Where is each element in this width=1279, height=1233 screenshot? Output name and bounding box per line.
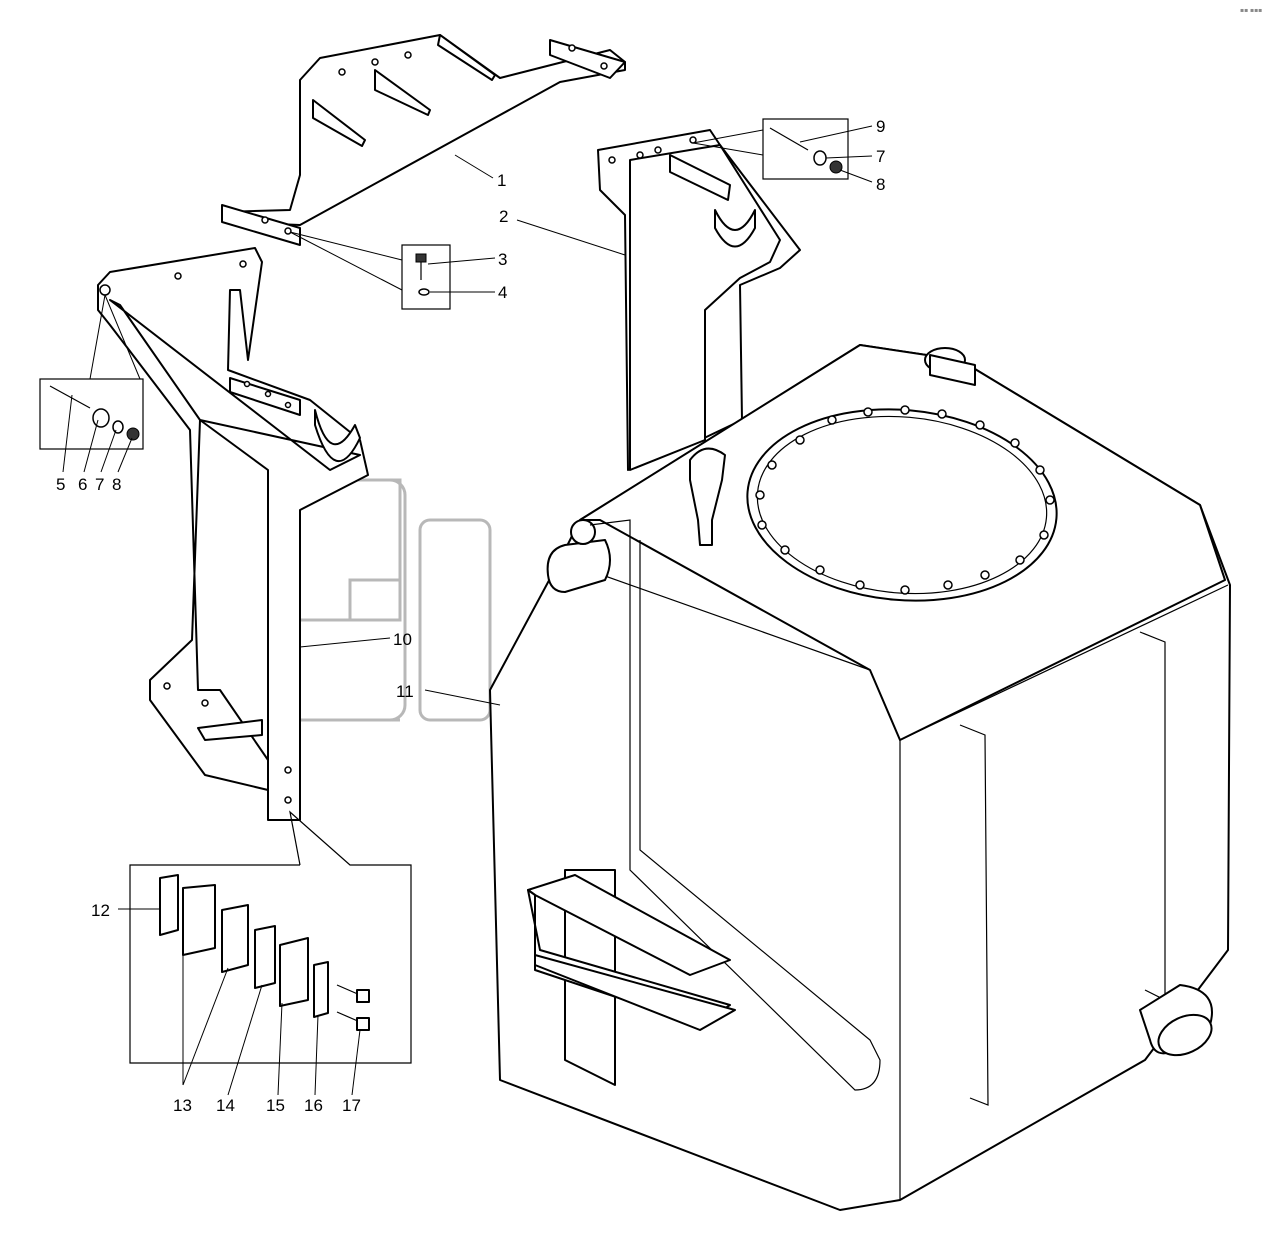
detail-box-12-17 xyxy=(129,810,412,1064)
leader-lines xyxy=(62,125,873,1096)
part-labels: 1 2 3 4 5 6 7 8 9 7 8 10 11 12 13 14 15 … xyxy=(56,7,1262,1115)
part-2-right-bracket xyxy=(597,129,801,471)
label-7b: 7 xyxy=(876,147,885,166)
label-8b: 8 xyxy=(876,175,885,194)
label-2: 2 xyxy=(499,207,508,226)
label-13: 13 xyxy=(173,1096,192,1115)
label-12: 12 xyxy=(91,901,110,920)
label-6: 6 xyxy=(78,475,87,494)
label-15: 15 xyxy=(266,1096,285,1115)
label-9: 9 xyxy=(876,117,885,136)
label-5: 5 xyxy=(56,475,65,494)
detail-box-3-4 xyxy=(289,231,451,310)
part-1-top-bracket xyxy=(221,34,626,246)
label-11: 11 xyxy=(396,682,414,701)
label-7a: 7 xyxy=(95,475,104,494)
label-4: 4 xyxy=(498,283,507,302)
label-3: 3 xyxy=(498,250,507,269)
label-17: 17 xyxy=(342,1096,361,1115)
label-16: 16 xyxy=(304,1096,323,1115)
label-1: 1 xyxy=(497,171,506,190)
corner-mark: ▪▪ ▪▪▪ xyxy=(1240,7,1262,14)
label-10: 10 xyxy=(393,630,412,649)
part-10-left-frame xyxy=(97,247,369,821)
detail-box-9-7-8 xyxy=(692,118,849,180)
part-11-tank xyxy=(489,344,1231,1211)
label-14: 14 xyxy=(216,1096,235,1115)
label-8a: 8 xyxy=(112,475,121,494)
